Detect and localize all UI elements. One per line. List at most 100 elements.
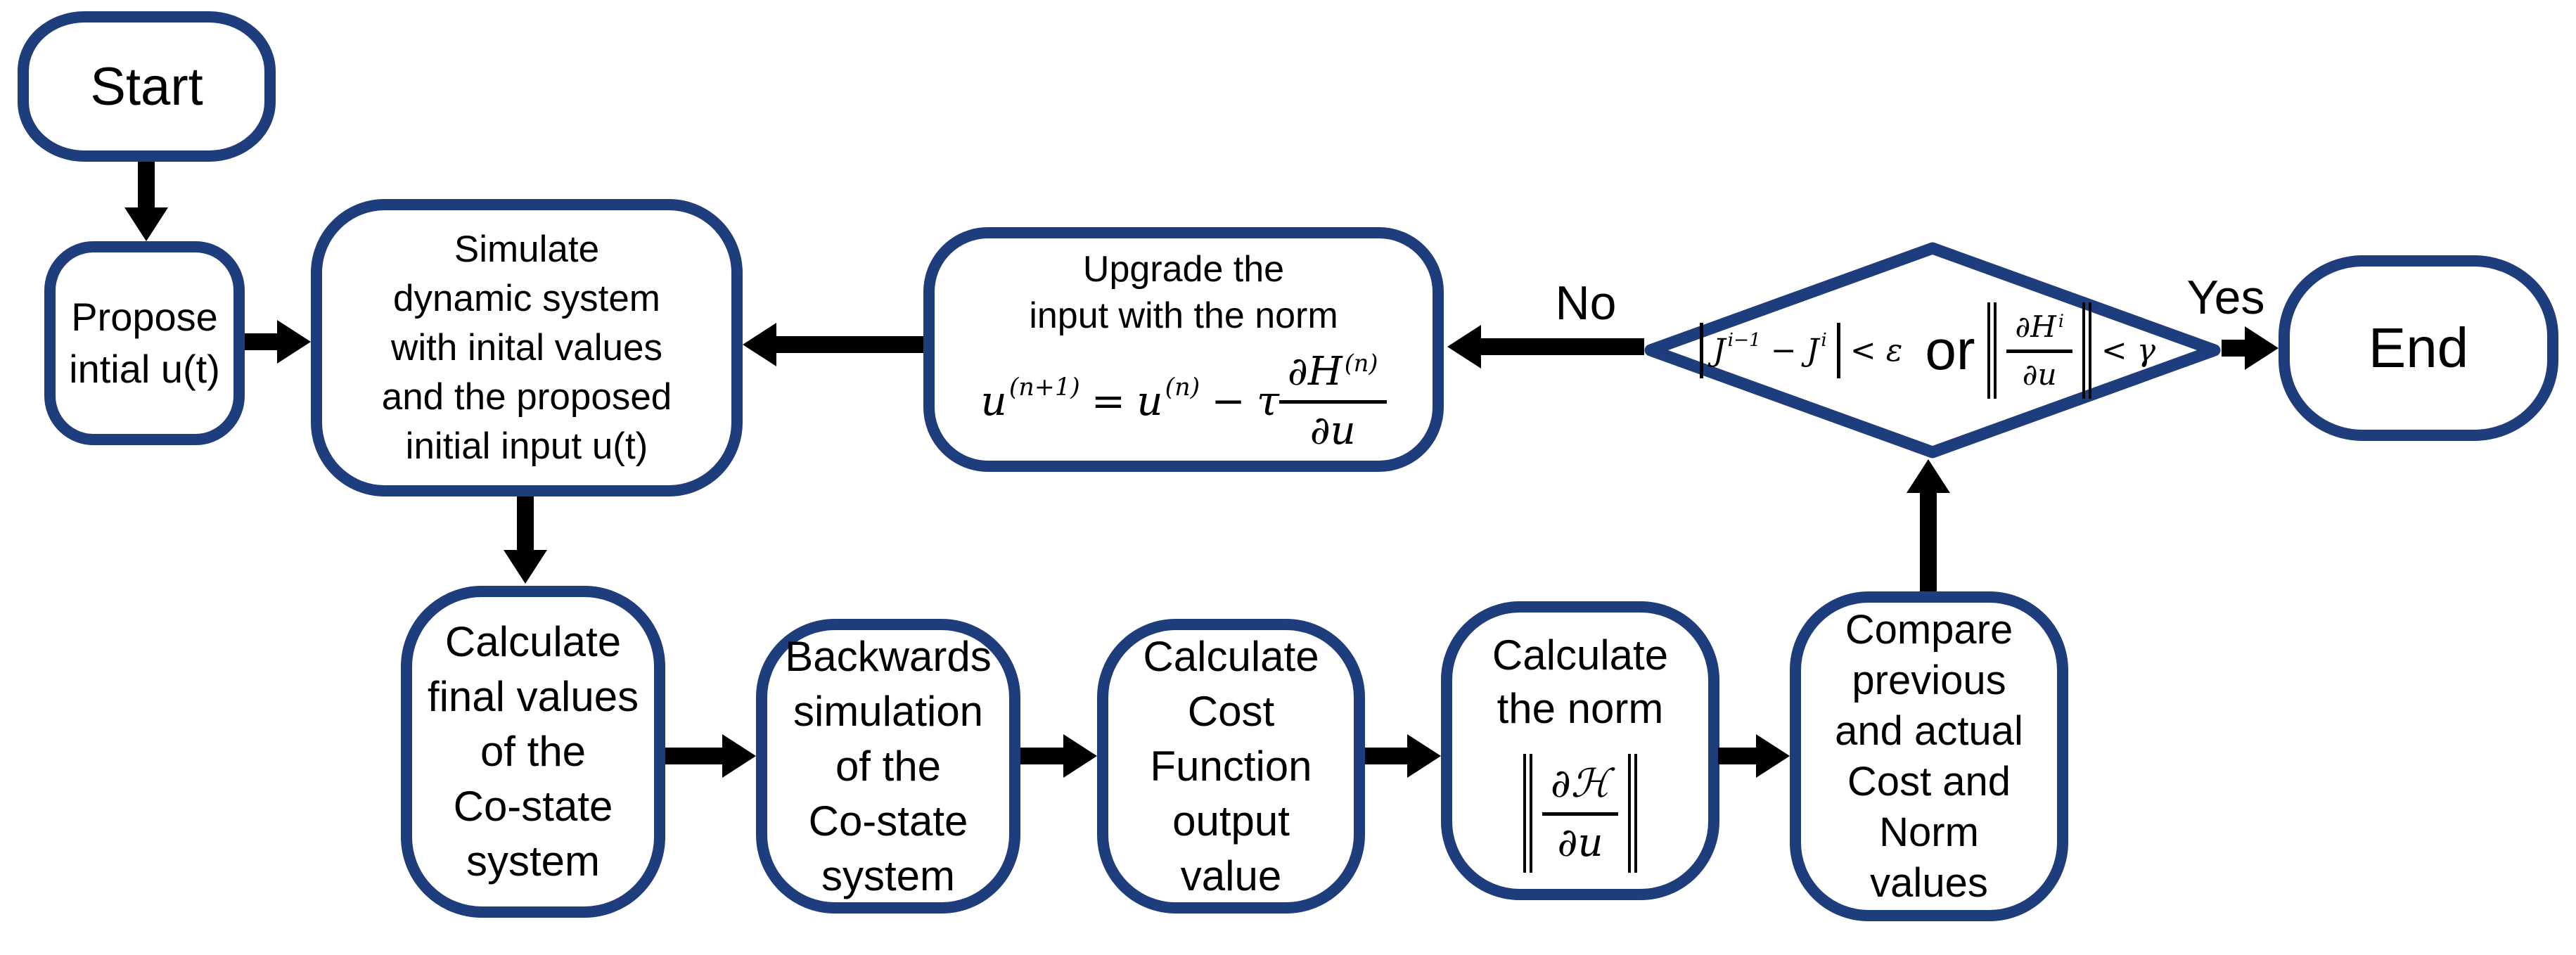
arrow-decision-to-upgrade-shaft [1480,338,1644,355]
node-propose-line: intial u(t) [69,347,220,391]
arrow-upgrade-to-simulate-shaft [775,336,923,353]
formula-frac-num: ∂H [1287,348,1343,395]
edge-label-no: No [1555,276,1617,330]
node-calcfinal-line: Co-state [453,783,613,830]
node-backwards-line: Co-state [808,797,968,845]
formula-j-cur-sup: i [1821,328,1827,351]
node-propose-initial-u: Propose intial u(t) [44,241,245,445]
node-propose-lines: Propose intial u(t) [69,291,220,395]
node-start-lines: Start [90,56,203,117]
node-simulate-line: and the proposed [381,376,672,418]
formula-u-cur-sup: (n) [1165,373,1200,402]
node-cost-line: Calculate [1143,632,1319,680]
formula-frac-den: ∂u [1309,407,1356,454]
node-compare-line: Cost and [1847,758,2011,805]
node-simulate-line: initial input u(t) [405,425,648,467]
node-calcfinal-line: system [466,838,601,885]
arrow-simulate-to-calcfinal-head [504,550,547,584]
arrow-backwards-to-cost-head [1063,734,1097,778]
formula-u-next-sup: (n+1) [1008,373,1080,402]
node-compare-line: Compare [1845,606,2013,653]
node-compare-line: previous [1852,657,2006,703]
node-compare-line: and actual [1835,707,2023,754]
arrow-backwards-to-cost-shaft [1020,748,1065,764]
node-upgrade-line: Upgrade the [1082,248,1285,290]
arrow-decision-to-upgrade-head [1447,325,1481,368]
norm-formula: ∂ℋ ∂u [1523,754,1638,873]
node-cost-line: Function [1150,742,1312,790]
arrow-upgrade-to-simulate-head [743,323,776,366]
formula-minus: − [1211,377,1245,425]
formula-j-prev-sup: i−1 [1727,328,1761,351]
formula-lt-gamma: < γ [2101,332,2156,368]
norm-formula-den: ∂u [1557,820,1603,866]
arrow-propose-to-simulate-head [277,320,311,364]
formula-u-cur-base: u [1136,377,1163,425]
node-upgrade-line: input with the norm [1029,295,1338,336]
node-backwards-line: Backwards [785,632,992,680]
node-calcfinal-line: final values [427,673,639,720]
formula-or-word: or [1925,319,1975,381]
node-calcfinal-lines: Calculate final values of the Co-state s… [428,615,639,889]
node-norm-line: the norm [1497,685,1664,732]
formula-u-next-base: u [980,377,1007,425]
arrow-propose-to-simulate-shaft [245,333,277,350]
node-cost-function: Calculate Cost Function output value [1097,619,1365,914]
node-norm-lines: Calculate the norm [1492,629,1668,736]
node-compare-line: Norm [1879,809,1979,855]
edge-label-yes: Yes [2186,271,2265,324]
norm-formula-num: ∂ℋ [1550,761,1610,807]
formula-j-prev: J [1712,332,1726,368]
arrow-start-to-propose-head [124,207,168,241]
node-upgrade-lines: Upgrade the input with the norm [1029,246,1338,339]
node-norm-line: Calculate [1492,632,1669,679]
formula-j-minus: − [1770,332,1797,368]
formula-tau: τ [1256,377,1279,425]
arrow-start-to-propose-shaft [138,162,155,207]
arrow-simulate-to-calcfinal-shaft [517,496,534,550]
formula-frac-num-sup: (n) [1344,350,1378,378]
node-calc-final-values: Calculate final values of the Co-state s… [401,586,665,918]
node-end: End [2279,255,2558,441]
formula-lt-epsilon: < ε [1850,332,1903,368]
arrow-calcfinal-to-backwards-head [722,734,756,778]
formula-norm-num: ∂H [2015,309,2056,344]
node-calcfinal-line: Calculate [444,618,622,665]
node-cost-line: output [1172,797,1290,845]
arrow-cost-to-norm-shaft [1365,748,1409,764]
arrow-norm-to-compare-shaft [1718,748,1757,764]
formula-j-cur: J [1806,332,1819,368]
norm-formula-bars: ∂ℋ ∂u [1523,754,1638,873]
formula-gradient-fraction: ∂H(n) ∂u [1279,349,1387,454]
arrow-decision-to-end-head [2245,326,2279,370]
node-backwards-simulation: Backwards simulation of the Co-state sys… [756,619,1020,914]
arrow-decision-to-end-shaft [2222,340,2248,357]
node-simulate-dynamic-system: Simulate dynamic system with inital valu… [311,199,743,496]
arrow-cost-to-norm-head [1407,734,1441,778]
node-propose-line: Propose [71,295,218,339]
node-backwards-lines: Backwards simulation of the Co-state sys… [785,629,991,904]
node-cost-lines: Calculate Cost Function output value [1143,629,1319,904]
node-end-lines: End [2369,316,2468,380]
update-rule-formula: u(n+1) = u(n) − τ ∂H(n) ∂u [980,349,1387,454]
formula-norm-num-sup: i [2058,310,2064,331]
node-start-label: Start [90,56,203,117]
node-cost-line: Cost [1187,687,1275,735]
node-start: Start [18,11,276,162]
node-end-label: End [2368,316,2469,379]
node-cost-line: value [1180,852,1282,899]
node-backwards-line: system [821,852,956,899]
arrow-compare-to-decision-shaft [1920,492,1937,591]
node-compare-lines: Compare previous and actual Cost and Nor… [1835,605,2023,909]
arrow-calcfinal-to-backwards-shaft [665,748,724,764]
formula-norm-den: ∂u [2022,357,2057,392]
node-backwards-line: simulation [793,687,984,735]
decision-diamond-shape [1644,242,2221,459]
node-upgrade-input: Upgrade the input with the norm u(n+1) =… [923,227,1444,472]
node-backwards-line: of the [835,742,942,790]
